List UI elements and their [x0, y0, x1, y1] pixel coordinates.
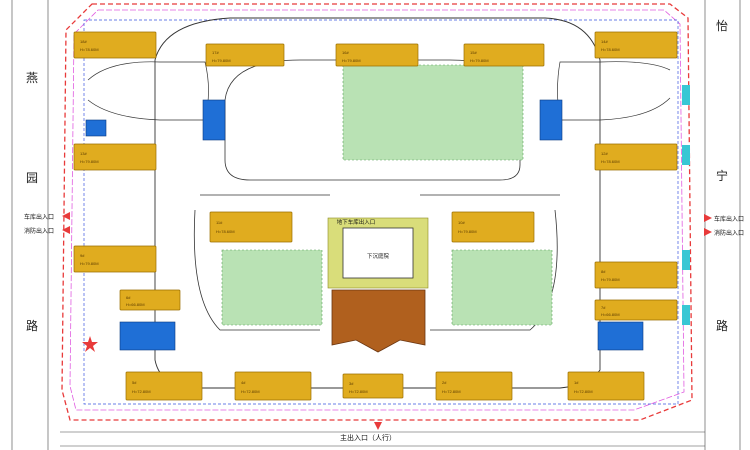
- lawn-north: [342, 64, 524, 161]
- building: 18# H=78.60M: [73, 31, 157, 59]
- building-level: H=79.80M: [458, 229, 477, 234]
- svg-text:消防出入口: 消防出入口: [714, 229, 744, 237]
- building-code: 15#: [470, 50, 477, 55]
- building: 7# H=66.80M: [594, 299, 678, 321]
- gate-east-fire: 消防出入口: [704, 228, 744, 237]
- inner-road-2: [193, 194, 560, 331]
- gate-main: 主出入口（人行）: [340, 422, 396, 442]
- lawn-southeast: [451, 249, 553, 326]
- building-code: 16#: [342, 50, 349, 55]
- building-code: 2#: [442, 380, 447, 385]
- site-boundary-pink: [69, 9, 685, 411]
- parking-strip: [682, 305, 690, 325]
- service-building: [597, 321, 644, 351]
- service-building: [85, 119, 107, 137]
- building-level: H=79.80M: [80, 159, 99, 164]
- building: 8# H=79.80M: [594, 261, 678, 289]
- road-east-char: 宁: [716, 168, 728, 183]
- building: 14# H=78.60M: [594, 31, 678, 59]
- parking-strip: [682, 85, 690, 105]
- building: 12# H=78.60M: [594, 143, 678, 171]
- building: 4# H=72.80M: [234, 371, 312, 401]
- parking-strip: [682, 145, 690, 165]
- sunken-courtyard: [342, 227, 414, 279]
- building-level: H=79.80M: [601, 277, 620, 282]
- building-level: H=66.80M: [601, 312, 620, 317]
- building-code: 8#: [601, 269, 606, 274]
- building-level: H=79.80M: [470, 58, 489, 63]
- building-level: H=72.80M: [574, 389, 593, 394]
- service-building: [119, 321, 176, 351]
- building-level: H=66.80M: [126, 302, 145, 307]
- building-level: H=79.80M: [212, 58, 231, 63]
- building: 1# H=72.80M: [567, 371, 645, 401]
- building: 6# H=66.80M: [119, 289, 181, 311]
- building: 13# H=79.80M: [73, 143, 157, 171]
- building: 3# H=72.80M: [342, 373, 404, 399]
- svg-text:消防出入口: 消防出入口: [24, 227, 54, 235]
- cul-de-sac-west: [87, 61, 209, 121]
- street-lines: [11, 0, 741, 450]
- gate-west-garage: 车库出入口: [24, 212, 70, 221]
- building-code: 11#: [216, 220, 223, 225]
- road-east-char: 路: [716, 318, 728, 333]
- gate-east-garage: 车库出入口: [704, 214, 744, 223]
- building-code: 18#: [80, 39, 87, 44]
- building-level: H=72.80M: [241, 389, 260, 394]
- site-boundary-red: [61, 3, 693, 421]
- building-code: 17#: [212, 50, 219, 55]
- gate-west-fire: 消防出入口: [24, 226, 70, 235]
- road-east-char: 怡: [716, 19, 728, 33]
- building-level: H=78.60M: [216, 229, 235, 234]
- building-code: 10#: [458, 220, 465, 225]
- service-building: [539, 99, 563, 141]
- building-level: H=78.60M: [601, 159, 620, 164]
- building-code: 4#: [241, 380, 246, 385]
- svg-text:主出入口（人行）: 主出入口（人行）: [340, 433, 396, 442]
- service-building: [202, 99, 226, 141]
- building: 15# H=79.80M: [463, 43, 545, 67]
- building: 17# H=79.80M: [205, 43, 285, 67]
- svg-text:车库出入口: 车库出入口: [714, 215, 744, 223]
- garage-note-label: 地下车库出入口: [337, 218, 376, 226]
- building-code: 7#: [601, 305, 606, 310]
- building-code: 12#: [601, 151, 608, 156]
- building-level: H=79.80M: [80, 261, 99, 266]
- building-code: 14#: [601, 39, 608, 44]
- clubhouse-roof: [331, 289, 426, 353]
- building: 16# H=79.80M: [335, 43, 419, 67]
- building-code: 5#: [132, 380, 137, 385]
- entry-star-icon: [82, 336, 98, 352]
- site-boundary-blue: [83, 19, 679, 405]
- building: 10# H=79.80M: [451, 211, 535, 243]
- lawn-southwest: [221, 249, 323, 326]
- building: 2# H=72.80M: [435, 371, 513, 401]
- road-west-char: 路: [26, 318, 38, 333]
- sunken-courtyard-label: 下沉庭院: [367, 252, 390, 260]
- svg-text:车库出入口: 车库出入口: [24, 213, 54, 221]
- building: 11# H=78.60M: [209, 211, 293, 243]
- building-level: H=79.80M: [342, 58, 361, 63]
- building-level: H=72.80M: [132, 389, 151, 394]
- building-code: 3#: [349, 381, 354, 386]
- building-level: H=78.60M: [80, 47, 99, 52]
- road-west-char: 燕: [26, 71, 38, 85]
- building: 5# H=72.80M: [125, 371, 203, 401]
- building-level: H=72.80M: [442, 389, 461, 394]
- parking-strip: [682, 250, 690, 270]
- building-code: 6#: [126, 295, 131, 300]
- building-level: H=78.60M: [601, 47, 620, 52]
- building-code: 13#: [80, 151, 87, 156]
- building-code: 1#: [574, 380, 579, 385]
- road-west-char: 园: [26, 171, 38, 185]
- building-code: 9#: [80, 253, 85, 258]
- building-level: H=72.80M: [349, 389, 368, 394]
- cul-de-sac-east: [557, 61, 671, 121]
- building: 9# H=79.80M: [73, 245, 157, 273]
